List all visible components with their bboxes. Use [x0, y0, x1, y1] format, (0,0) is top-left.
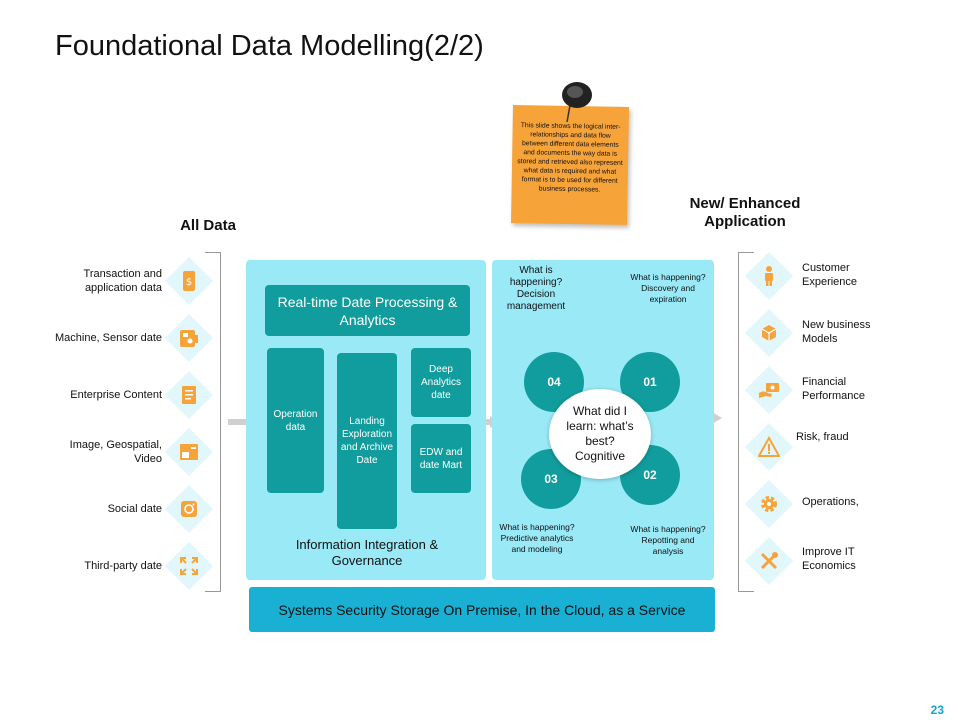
- question-top-right: What is happening? Discovery and expirat…: [630, 272, 706, 304]
- svg-text:$: $: [186, 277, 192, 288]
- question-top-left: What is happening? Decision management: [506, 265, 566, 312]
- right-item-label: Improve IT Economics: [802, 546, 856, 572]
- all-data-header: All Data: [180, 217, 236, 234]
- right-item-label: Operations,: [802, 496, 859, 508]
- list-item: Social date: [0, 481, 220, 537]
- page-number: 23: [930, 703, 944, 717]
- realtime-box: Real-time Date Processing & Analytics: [265, 285, 470, 336]
- item-label: Image, Geospatial, Video: [69, 439, 162, 465]
- question-bottom-left: What is happening? Predictive analytics …: [499, 522, 575, 554]
- processing-panel: Real-time Date Processing & Analytics Op…: [246, 260, 486, 580]
- money-hand-icon: [759, 383, 779, 398]
- cognitive-label: What did I learn: what’s best? Cognitive: [566, 404, 634, 463]
- new-application-header: New/ Enhanced Application: [689, 195, 801, 230]
- note-text: This slide shows the logical inter-relat…: [517, 122, 623, 194]
- systems-bar: Systems Security Storage On Premise, In …: [249, 587, 715, 632]
- question-bottom-right: What is happening? Repotting and analysi…: [630, 524, 706, 556]
- deep-analytics-box: Deep Analytics date: [411, 348, 471, 417]
- list-item: Third-party date: [0, 538, 220, 594]
- page-title: Foundational Data Modelling(2/2): [55, 30, 484, 62]
- right-item-label: Risk, fraud: [796, 431, 849, 443]
- step-01: 01: [620, 352, 680, 412]
- item-label: Enterprise Content: [70, 389, 162, 401]
- item-label: Transaction and application data: [83, 268, 162, 294]
- right-item-label: Customer Experience: [802, 262, 858, 288]
- right-item-label: New business Models: [802, 319, 871, 345]
- cognitive-center: What did I learn: what’s best? Cognitive: [549, 389, 651, 479]
- left-bracket: [205, 252, 221, 592]
- machine-icon: [180, 330, 198, 347]
- list-item: Enterprise Content: [0, 367, 220, 423]
- tools-icon: [760, 552, 778, 570]
- list-item: Machine, Sensor date: [0, 310, 220, 366]
- item-label: Machine, Sensor date: [54, 332, 162, 344]
- right-item-label: Financial Performance: [802, 376, 865, 402]
- social-icon: [181, 501, 197, 517]
- dollar-phone-icon: $: [183, 271, 195, 291]
- image-video-icon: [180, 444, 198, 460]
- landing-box: Landing Exploration and Archive Date: [337, 353, 397, 529]
- document-icon: [182, 386, 196, 404]
- edw-box: EDW and date Mart: [411, 424, 471, 493]
- item-label: Third-party date: [84, 560, 162, 572]
- cube-network-icon: [761, 325, 777, 341]
- gear-icon: [761, 496, 777, 512]
- list-item: Transaction and application data $: [0, 253, 220, 309]
- list-item: Image, Geospatial, Video: [0, 424, 220, 480]
- item-label: Social date: [107, 503, 162, 515]
- person-icon: [765, 266, 773, 286]
- operation-data-box: Operation data: [267, 348, 324, 493]
- integration-label: Information Integration & Governance: [295, 537, 439, 568]
- warning-icon: [758, 436, 780, 457]
- expand-arrows-icon: [180, 557, 198, 575]
- right-bracket: [738, 252, 754, 592]
- pushpin-icon: [562, 82, 592, 123]
